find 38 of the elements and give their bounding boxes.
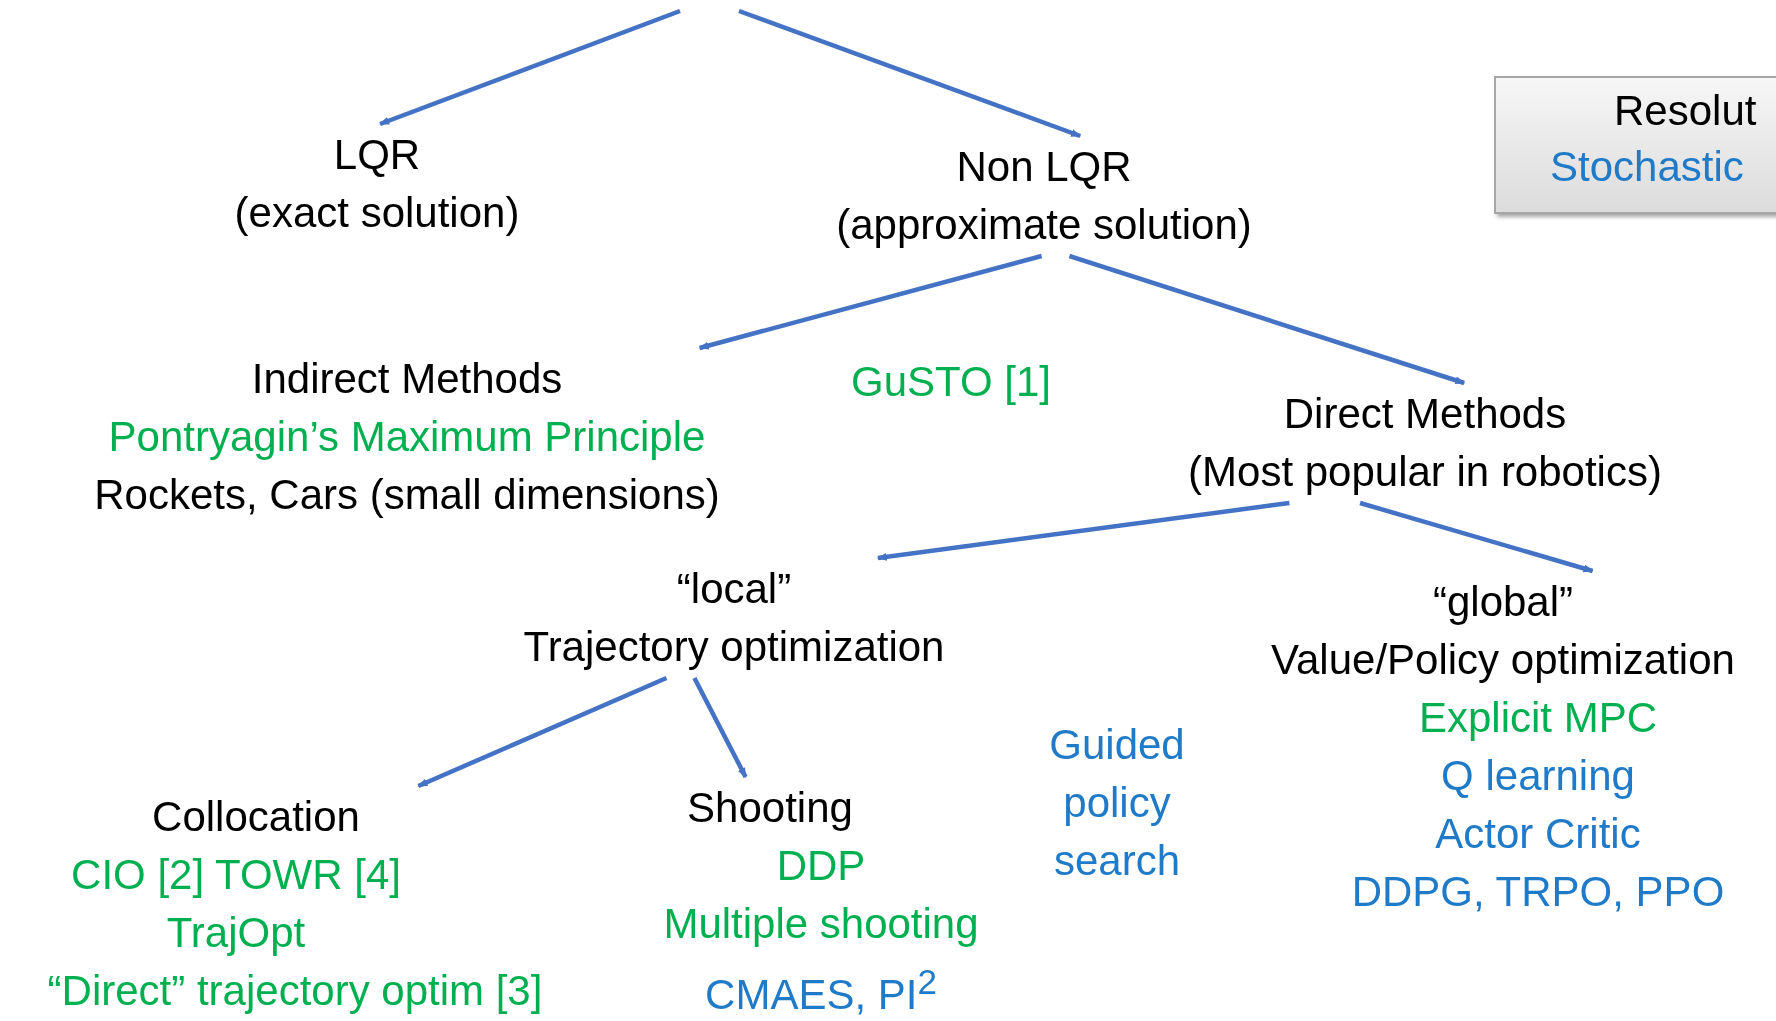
node-text: (exact solution) bbox=[234, 188, 520, 238]
arrow bbox=[1359, 500, 1594, 574]
node-text: TrajOpt bbox=[165, 908, 307, 958]
arrow bbox=[738, 8, 1082, 139]
node-text: (Most popular in robotics) bbox=[1188, 447, 1662, 497]
note-panel bbox=[1494, 76, 1776, 214]
node-text: DDPG, TRPO, PPO bbox=[1350, 867, 1726, 917]
node-text: Actor Critic bbox=[1434, 809, 1642, 859]
method-label: GuSTO [1] bbox=[851, 357, 1051, 407]
method-label: Guided policy search bbox=[1048, 720, 1186, 886]
node-text: (approximate solution) bbox=[836, 200, 1252, 250]
node-text: Trajectory optimization bbox=[523, 622, 945, 672]
node-heading: Non LQR bbox=[955, 142, 1133, 192]
arrow bbox=[1068, 253, 1466, 386]
node-text: Multiple shooting bbox=[663, 899, 979, 949]
node-text: CMAES, PI$^{2}$ bbox=[704, 961, 938, 1020]
arrow bbox=[876, 500, 1290, 561]
node-text: DDP bbox=[775, 841, 867, 891]
node-text: Explicit MPC bbox=[1418, 693, 1658, 743]
node-text: Rockets, Cars (small dimensions) bbox=[94, 470, 720, 520]
arrow bbox=[692, 676, 748, 779]
arrow bbox=[379, 8, 681, 127]
panel-text: Resolut bbox=[1614, 86, 1757, 136]
node-heading: “global” bbox=[1431, 577, 1575, 627]
node-text: Pontryagin’s Maximum Principle bbox=[107, 412, 707, 462]
panel-text: Stochastic bbox=[1550, 142, 1744, 192]
node-text: “Direct” trajectory optim [3] bbox=[47, 966, 543, 1016]
node-heading: Indirect Methods bbox=[250, 354, 564, 404]
node-heading: “local” bbox=[675, 564, 793, 614]
node-text: CIO [2] TOWR [4] bbox=[70, 850, 402, 900]
node-text: Value/Policy optimization bbox=[1271, 635, 1735, 685]
arrow bbox=[417, 675, 668, 789]
node-heading: Shooting bbox=[686, 783, 854, 833]
node-heading: LQR bbox=[332, 130, 422, 180]
node-heading: Direct Methods bbox=[1282, 389, 1568, 439]
arrow bbox=[698, 253, 1043, 351]
node-heading: Collocation bbox=[151, 792, 361, 842]
node-text: Q learning bbox=[1440, 751, 1636, 801]
